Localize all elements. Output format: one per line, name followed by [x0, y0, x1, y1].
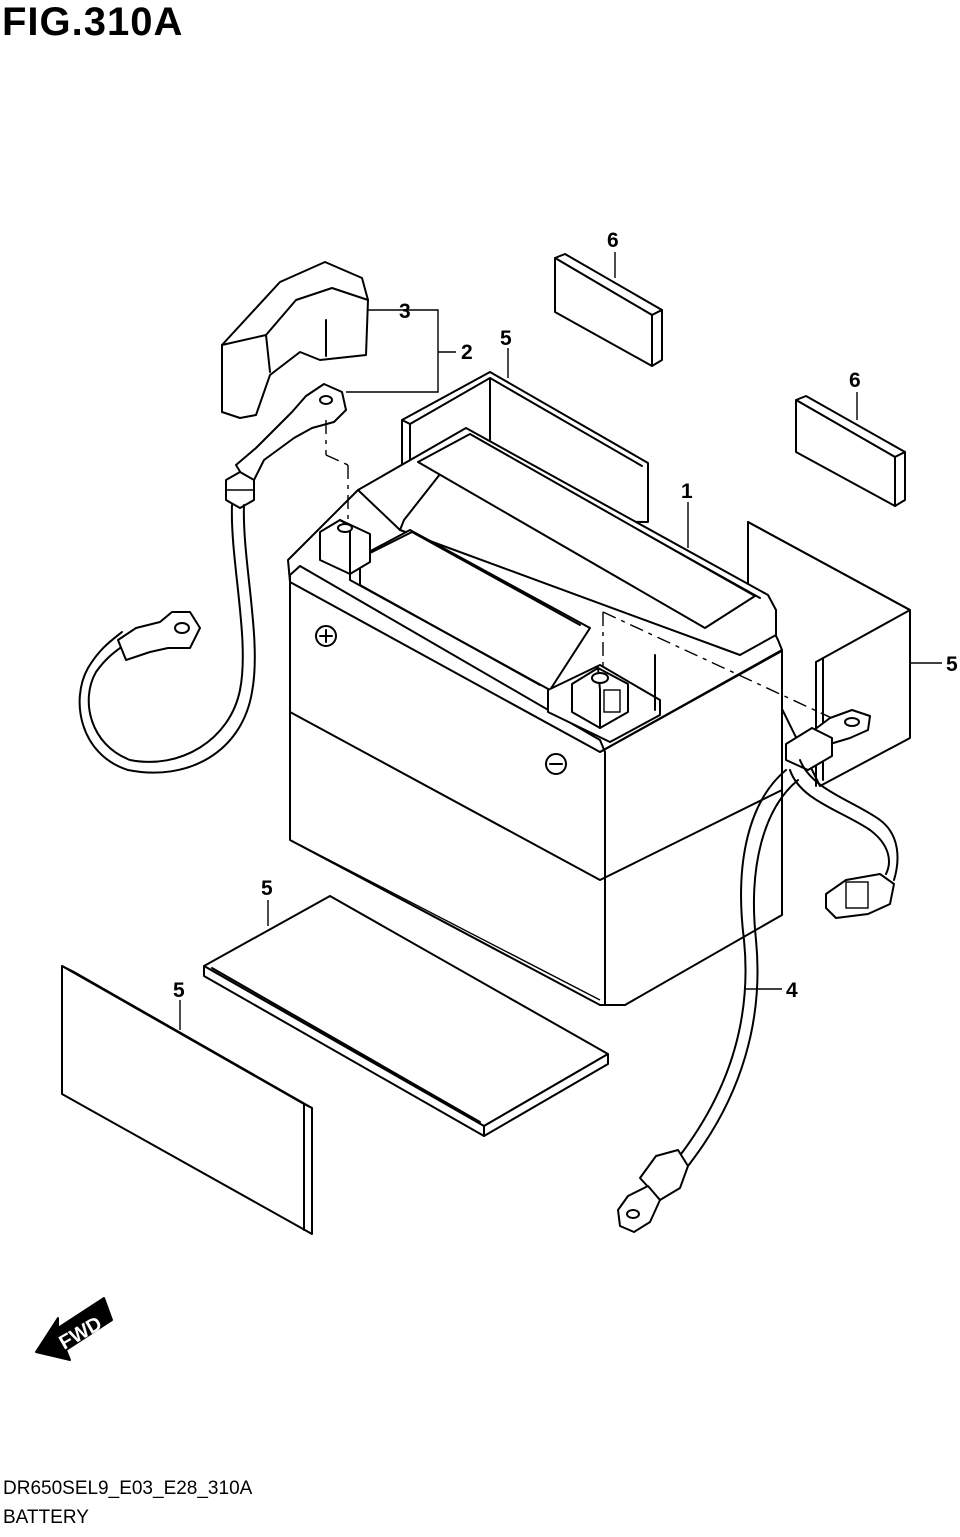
- part-5-pad-front[interactable]: [61, 965, 313, 1235]
- callout-4: 4: [786, 979, 798, 1002]
- part-2-positive-lead[interactable]: [78, 383, 349, 774]
- fwd-arrow-icon: FWD: [35, 1297, 113, 1361]
- leader-lines: [179, 252, 942, 1030]
- callout-5-right: 5: [946, 653, 958, 676]
- callout-3: 3: [399, 300, 411, 323]
- figure-caption: BATTERY: [3, 1507, 89, 1528]
- figure-title: FIG.310A: [2, 0, 184, 44]
- model-code: DR650SEL9_E03_E28_310A: [3, 1478, 253, 1499]
- callout-1: 1: [681, 480, 693, 503]
- part-6-pad-upper[interactable]: [554, 253, 663, 367]
- callout-2: 2: [461, 341, 473, 364]
- part-1-battery[interactable]: [287, 427, 783, 1006]
- part-5-pad-floor[interactable]: [203, 895, 609, 1137]
- callout-6-lower: 6: [849, 369, 861, 392]
- callout-5-rear: 5: [500, 327, 512, 350]
- part-3-terminal-cover[interactable]: [221, 261, 369, 419]
- part-4-negative-lead[interactable]: [602, 611, 899, 1233]
- callout-5-floor: 5: [261, 877, 273, 900]
- callout-5-front: 5: [173, 979, 185, 1002]
- callout-6-upper: 6: [607, 229, 619, 252]
- part-6-pad-lower[interactable]: [795, 395, 906, 507]
